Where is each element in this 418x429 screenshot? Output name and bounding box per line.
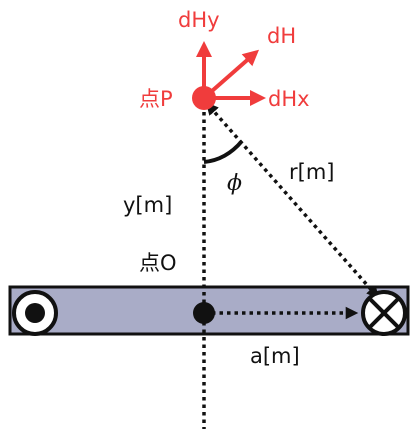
label-a: a[m] (250, 344, 300, 368)
label-dhy: dHy (178, 8, 220, 32)
label-y: y[m] (123, 193, 172, 217)
label-dh: dH (267, 24, 296, 48)
label-point-p: 点P (139, 87, 173, 111)
distance-r-arrow (205, 102, 380, 299)
label-point-o: 点O (139, 251, 177, 275)
current-out-of-page-icon (12, 290, 58, 336)
label-phi: ϕ (227, 171, 242, 196)
point-o-dot (193, 302, 215, 324)
current-into-page-icon (361, 290, 407, 336)
angle-arc (203, 139, 244, 164)
label-dhx: dHx (268, 87, 310, 111)
label-r: r[m] (289, 160, 334, 184)
point-p-dot (192, 86, 216, 110)
